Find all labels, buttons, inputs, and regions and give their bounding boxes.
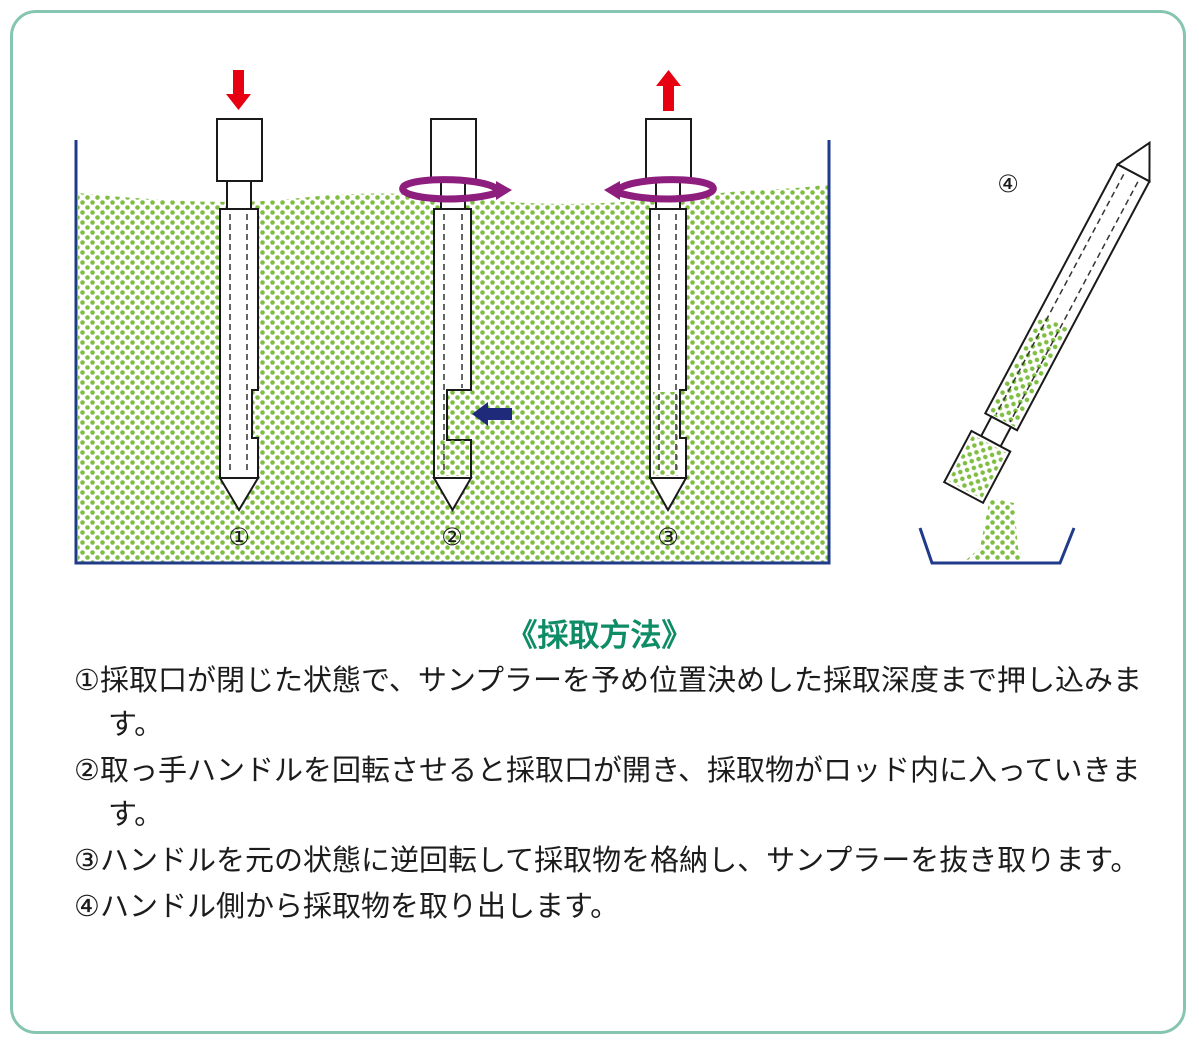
label-step-4: ④ — [997, 170, 1019, 198]
step-1-text: ①採取口が閉じた状態で、サンプラーを予め位置決めした採取深度まで押し込みます。 — [74, 663, 1142, 741]
pull-up-arrow — [656, 70, 681, 111]
content-frame — [10, 10, 1186, 1034]
method-title: 《採取方法》 — [506, 618, 693, 654]
label-step-1: ① — [228, 523, 250, 551]
steps-list: ①採取口が閉じた状態で、サンプラーを予め位置決めした採取深度まで押し込みます。 … — [74, 658, 1154, 930]
rotate-arrowhead-3 — [604, 181, 620, 200]
sampler-4 — [942, 140, 1151, 505]
rotate-arrow-3 — [614, 176, 717, 203]
rotate-arrow-2 — [399, 176, 502, 203]
label-step-3: ③ — [657, 523, 679, 551]
push-down-arrow — [226, 70, 251, 110]
label-step-2: ② — [441, 523, 463, 551]
step-4-text: ④ハンドル側から採取物を取り出します。 — [74, 889, 620, 923]
tray-outline — [918, 527, 1076, 565]
sampler-1 — [216, 118, 263, 512]
sampler-2 — [430, 118, 477, 512]
sampler-3 — [645, 118, 692, 513]
tank-outline — [74, 140, 831, 565]
sampler-diagram: ① ② ③ ④ — [74, 70, 1151, 565]
step-2-text: ②取っ手ハンドルを回転させると採取口が開き、採取物がロッド内に入っていきます。 — [74, 753, 1141, 831]
step-3-text: ③ハンドルを元の状態に逆回転して採取物を格納し、サンプラーを抜き取ります。 — [74, 843, 1140, 877]
rotate-arrowhead-2 — [496, 181, 512, 200]
inflow-arrow — [472, 402, 512, 426]
falling-sample — [966, 498, 1024, 560]
